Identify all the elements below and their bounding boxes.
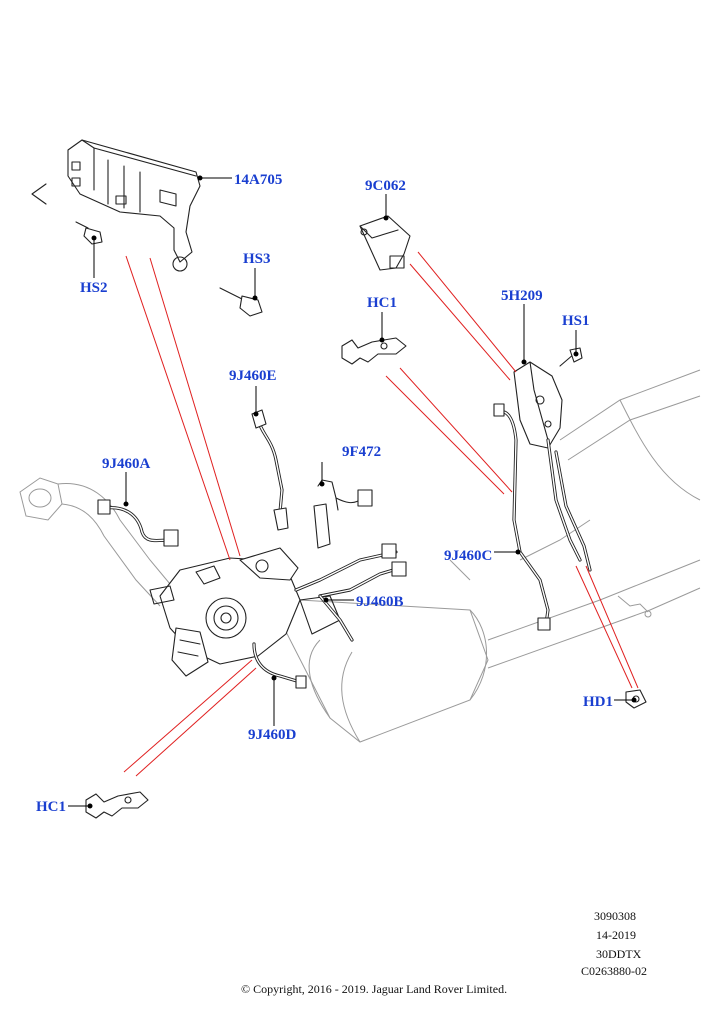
bolt-HS1 bbox=[559, 347, 583, 367]
red-connector-lines bbox=[123, 251, 639, 777]
exhaust-system-ghost bbox=[19, 369, 701, 743]
sensor-9J460E bbox=[251, 409, 289, 531]
callout-14A705: 14A705 bbox=[234, 172, 282, 188]
callout-HC1-top: HC1 bbox=[367, 295, 397, 311]
reference-line-2: 14-2019 bbox=[596, 928, 636, 942]
harness-9J460C bbox=[493, 403, 592, 631]
callout-9F472: 9F472 bbox=[342, 444, 381, 460]
clip-HC1-bottom bbox=[85, 791, 149, 819]
copyright-notice: © Copyright, 2016 - 2019. Jaguar Land Ro… bbox=[241, 982, 507, 996]
clip-HC1-top bbox=[341, 337, 407, 365]
reference-line-4: C0263880-02 bbox=[581, 964, 647, 978]
callout-5H209: 5H209 bbox=[501, 288, 543, 304]
callout-9J460E: 9J460E bbox=[229, 368, 277, 384]
callout-HD1: HD1 bbox=[583, 694, 613, 710]
sensor-9J460A bbox=[97, 499, 179, 547]
bracket-14A705 bbox=[31, 139, 201, 272]
leader-lines bbox=[68, 175, 637, 809]
callout-9C062: 9C062 bbox=[365, 178, 406, 194]
reference-line-1: 3090308 bbox=[594, 909, 636, 923]
sensor-9F472 bbox=[313, 479, 373, 549]
callout-9J460C: 9J460C bbox=[444, 548, 492, 564]
sensor-9C062 bbox=[359, 215, 411, 271]
callout-HS1: HS1 bbox=[562, 313, 590, 329]
turbocharger-assembly bbox=[149, 547, 341, 677]
harness-9J460D bbox=[252, 642, 307, 689]
reference-line-3: 30DDTX bbox=[596, 947, 642, 961]
callout-HS3: HS3 bbox=[243, 251, 271, 267]
callout-9J460D: 9J460D bbox=[248, 727, 297, 743]
callout-9J460A: 9J460A bbox=[102, 456, 151, 472]
callout-9J460B: 9J460B bbox=[356, 594, 404, 610]
bolt-HS3 bbox=[219, 287, 263, 317]
callout-HC1-bottom: HC1 bbox=[36, 799, 66, 815]
bracket-5H209 bbox=[513, 361, 563, 449]
bolt-HS2 bbox=[75, 221, 103, 245]
callout-HS2: HS2 bbox=[80, 280, 108, 296]
harness-9J460B bbox=[294, 543, 407, 642]
